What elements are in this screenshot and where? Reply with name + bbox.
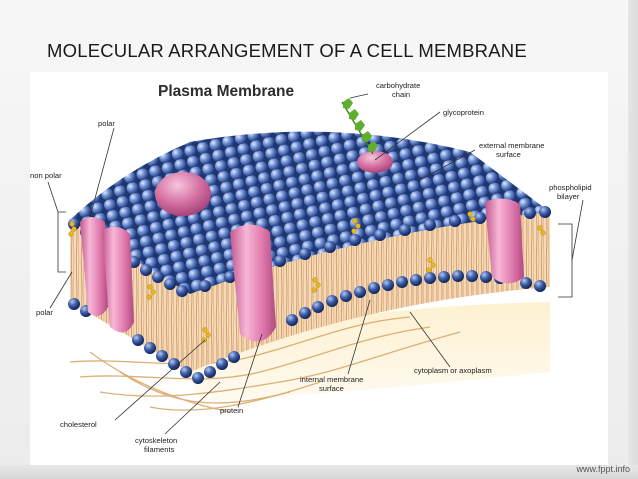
label-non-polar: non polar bbox=[30, 171, 62, 180]
label-phospholipid-2: bilayer bbox=[557, 192, 580, 201]
inner-edge-heads bbox=[68, 270, 546, 384]
glycoprotein-dome-right bbox=[357, 151, 393, 173]
label-cytoskeleton: cytoskeleton bbox=[135, 436, 177, 445]
cytoskeleton-filaments bbox=[69, 316, 461, 413]
membrane-figure: Plasma Membrane bbox=[30, 72, 608, 465]
cytoplasm-region bbox=[180, 302, 550, 402]
slide-bottom-strip bbox=[0, 465, 638, 479]
glycoprotein-dome-left bbox=[155, 172, 211, 216]
label-carbohydrate-chain: carbohydrate bbox=[376, 81, 420, 90]
outer-head-layer bbox=[70, 131, 550, 294]
label-cytoplasm: cytoplasm or axoplasm bbox=[414, 366, 492, 375]
label-polar-bottom: polar bbox=[36, 308, 53, 317]
leader-lines bbox=[47, 93, 584, 435]
carbohydrate-chain bbox=[341, 98, 378, 155]
label-external-membrane-2: surface bbox=[496, 150, 521, 159]
bilayer-bracket bbox=[558, 223, 573, 298]
label-cholesterol: cholesterol bbox=[60, 420, 97, 429]
label-internal-membrane-2: surface bbox=[319, 384, 344, 393]
protein-center bbox=[230, 224, 276, 342]
slide-right-edge bbox=[628, 0, 638, 479]
label-glycoprotein: glycoprotein bbox=[443, 108, 484, 117]
label-cytoskeleton-2: filaments bbox=[144, 445, 175, 454]
label-phospholipid: phospholipid bbox=[549, 183, 592, 192]
cholesterol-molecules bbox=[68, 211, 546, 343]
figure-title: Plasma Membrane bbox=[158, 83, 294, 100]
nonpolar-bracket bbox=[57, 211, 66, 273]
membrane-diagram: Plasma Membrane bbox=[30, 81, 592, 454]
label-polar-top: polar bbox=[98, 119, 115, 128]
protein-left bbox=[80, 217, 134, 333]
slide-title: MOLECULAR ARRANGEMENT OF A CELL MEMBRANE bbox=[47, 40, 527, 61]
label-external-membrane: external membrane bbox=[479, 141, 544, 150]
label-internal-membrane: internal membrane bbox=[300, 375, 363, 384]
protein-right bbox=[485, 198, 524, 284]
footer-source: www.fppt.info bbox=[576, 464, 630, 474]
label-protein: protein bbox=[220, 406, 243, 415]
label-carbohydrate-chain-2: chain bbox=[392, 90, 410, 99]
